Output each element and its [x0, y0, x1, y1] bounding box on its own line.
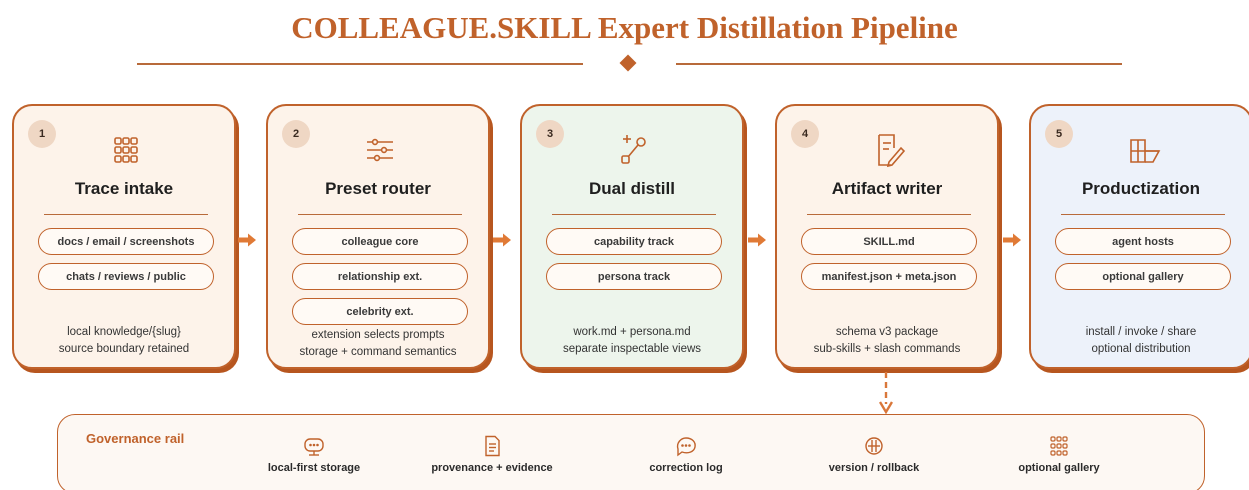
- stage-description-line: optional distribution: [1091, 343, 1191, 355]
- stage-description: schema v3 package sub-skills + slash com…: [777, 324, 997, 358]
- stage-description: extension selects prompts storage + comm…: [268, 327, 488, 361]
- stage-title: Artifact writer: [831, 179, 943, 198]
- title-divider-left: [137, 63, 583, 65]
- layout-icon: [1130, 139, 1161, 163]
- version-icon: [865, 437, 883, 455]
- stage-description: install / invoke / share optional distri…: [1031, 324, 1249, 358]
- stage-description-line: storage + command semantics: [299, 346, 457, 358]
- document-edit-icon: [878, 134, 906, 168]
- stage-description-line: extension selects prompts: [311, 329, 445, 341]
- governance-item-label: version / rollback: [828, 462, 920, 474]
- stage-pill: manifest.json + meta.json: [801, 263, 977, 290]
- stage-description: local knowledge/{slug} source boundary r…: [14, 324, 234, 358]
- grid-icon: [1050, 436, 1068, 456]
- stage-description-line: local knowledge/{slug}: [67, 326, 181, 338]
- flow-arrow-icon: [238, 233, 256, 247]
- grid-icon: [114, 137, 138, 163]
- stage-pill: celebrity ext.: [292, 298, 468, 325]
- governance-title: Governance rail: [86, 431, 185, 446]
- dashed-down-arrow-icon: [879, 372, 893, 414]
- storage-icon: [304, 438, 324, 456]
- stage-pill: persona track: [546, 263, 722, 290]
- stage-pill: agent hosts: [1055, 228, 1231, 255]
- stage-pill: capability track: [546, 228, 722, 255]
- stage-title: Trace intake: [74, 179, 174, 198]
- sliders-icon: [367, 138, 393, 162]
- governance-item-label: local-first storage: [267, 462, 361, 474]
- step-badge: 1: [28, 120, 56, 148]
- stage-pill: SKILL.md: [801, 228, 977, 255]
- stage-title: Productization: [1081, 179, 1201, 198]
- document-icon: [485, 435, 500, 457]
- stage-divider: [298, 214, 462, 215]
- title-divider-right: [676, 63, 1122, 65]
- flow-arrow-icon: [1003, 233, 1021, 247]
- stage-pill: colleague core: [292, 228, 468, 255]
- step-badge: 3: [536, 120, 564, 148]
- stage-pill: relationship ext.: [292, 263, 468, 290]
- step-badge: 4: [791, 120, 819, 148]
- stage-card-artifact-writer: 4 Artifact writer SKILL.md manifest.json…: [775, 104, 999, 369]
- diamond-ornament: [619, 54, 637, 72]
- stage-description-line: schema v3 package: [835, 326, 939, 338]
- governance-item-provenance: provenance + evidence: [412, 435, 572, 474]
- stage-description-line: work.md + persona.md: [573, 326, 691, 338]
- governance-item-optional-gallery: optional gallery: [979, 435, 1139, 474]
- governance-item-label: optional gallery: [1018, 462, 1100, 474]
- stage-divider: [44, 214, 208, 215]
- stage-divider: [807, 214, 971, 215]
- governance-item-local-storage: local-first storage: [234, 435, 394, 474]
- stage-title: Preset router: [325, 179, 431, 198]
- chat-icon: [676, 437, 696, 457]
- stage-description-line: separate inspectable views: [562, 343, 702, 355]
- stage-card-trace-intake: 1 Trace intake docs / email / screenshot…: [12, 104, 236, 369]
- step-badge: 5: [1045, 120, 1073, 148]
- step-badge: 2: [282, 120, 310, 148]
- stage-pill: docs / email / screenshots: [38, 228, 214, 255]
- stage-card-preset-router: 2 Preset router colleague core relations…: [266, 104, 490, 369]
- governance-item-correction-log: correction log: [606, 435, 766, 474]
- stage-description-line: source boundary retained: [58, 343, 190, 355]
- stage-divider: [1061, 214, 1225, 215]
- flow-arrow-icon: [493, 233, 511, 247]
- flow-arrow-icon: [748, 233, 766, 247]
- governance-item-label: provenance + evidence: [431, 462, 553, 474]
- stage-pill: chats / reviews / public: [38, 263, 214, 290]
- stage-title: Dual distill: [589, 179, 675, 198]
- governance-item-label: correction log: [649, 462, 723, 474]
- split-path-icon: [621, 135, 646, 164]
- page-title: COLLEAGUE.SKILL Expert Distillation Pipe…: [291, 10, 958, 45]
- stage-description: work.md + persona.md separate inspectabl…: [522, 324, 742, 358]
- stage-card-dual-distill: 3 Dual distill capability track persona …: [520, 104, 744, 369]
- stage-card-productization: 5 Productization agent hosts optional ga…: [1029, 104, 1249, 369]
- stage-divider: [552, 214, 716, 215]
- governance-rail: Governance rail local-first storage prov…: [57, 414, 1205, 490]
- governance-item-version: version / rollback: [794, 435, 954, 474]
- stage-description-line: install / invoke / share: [1085, 326, 1197, 338]
- stage-description-line: sub-skills + slash commands: [813, 343, 961, 355]
- stage-pill: optional gallery: [1055, 263, 1231, 290]
